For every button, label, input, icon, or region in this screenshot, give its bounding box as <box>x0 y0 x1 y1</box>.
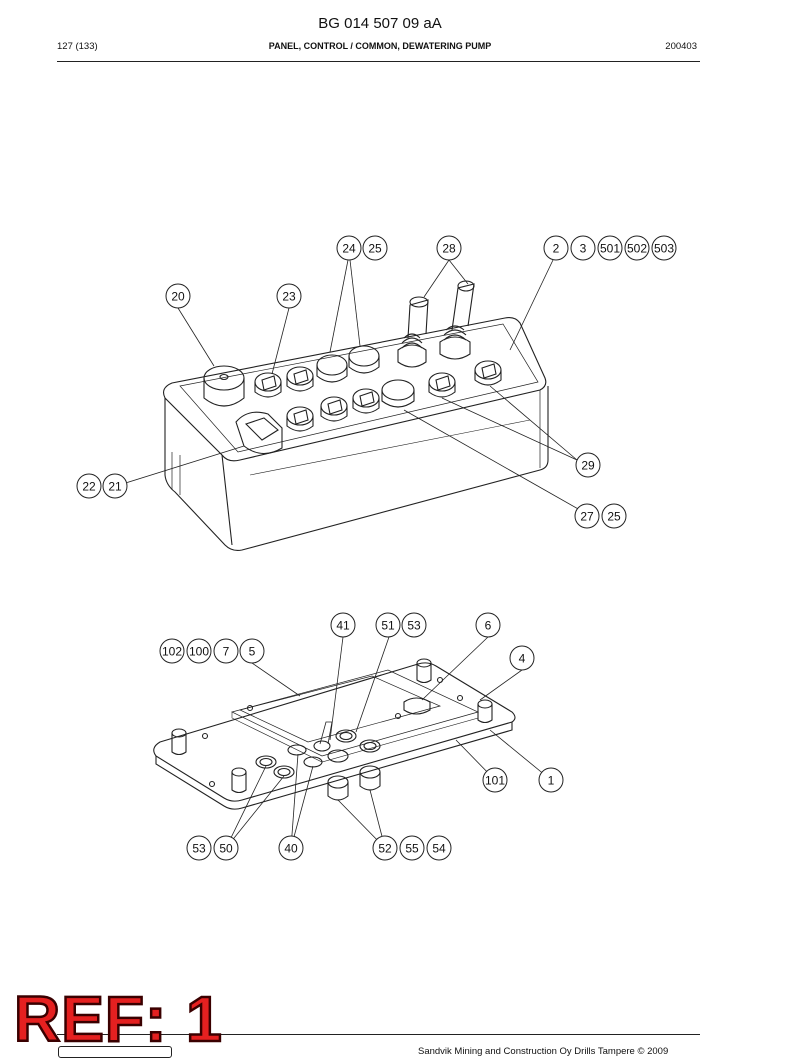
callout-bubble: 6 <box>475 612 501 638</box>
callout-bubble: 2 <box>543 235 569 261</box>
callout-bubble: 54 <box>426 835 452 861</box>
callout-bubble: 23 <box>276 283 302 309</box>
svg-text:1: 1 <box>548 774 555 788</box>
svg-text:25: 25 <box>607 510 621 524</box>
svg-text:501: 501 <box>600 242 620 256</box>
callout-bubble: 20 <box>165 283 191 309</box>
svg-text:101: 101 <box>485 774 505 788</box>
callout-bubble: 24 <box>336 235 362 261</box>
svg-text:40: 40 <box>284 842 298 856</box>
section-title: PANEL, CONTROL / COMMON, DEWATERING PUMP <box>268 41 492 51</box>
page-number: 127 (133) <box>57 41 98 52</box>
control-box-illustration <box>163 280 549 551</box>
callout-bubble: 21 <box>102 473 128 499</box>
ref-stamp: REF: 1 <box>13 983 223 1055</box>
svg-text:51: 51 <box>381 619 395 633</box>
svg-text:28: 28 <box>442 242 456 256</box>
svg-text:41: 41 <box>336 619 350 633</box>
header-rule <box>57 61 700 62</box>
callout-bubble: 50 <box>213 835 239 861</box>
svg-text:100: 100 <box>189 645 209 659</box>
svg-text:53: 53 <box>407 619 421 633</box>
svg-text:27: 27 <box>580 510 594 524</box>
svg-text:4: 4 <box>519 652 526 666</box>
svg-text:22: 22 <box>82 480 96 494</box>
callout-bubble: 102 <box>159 638 185 664</box>
callout-bubble: 1 <box>538 767 564 793</box>
base-plate-illustration <box>153 658 516 810</box>
callout-bubble: 4 <box>509 645 535 671</box>
callout-bubble: 3 <box>570 235 596 261</box>
callout-bubble: 501 <box>597 235 623 261</box>
callout-bubble: 101 <box>482 767 508 793</box>
svg-text:55: 55 <box>405 842 419 856</box>
svg-text:3: 3 <box>580 242 587 256</box>
svg-text:54: 54 <box>432 842 446 856</box>
svg-text:5: 5 <box>249 645 256 659</box>
callout-bubble: 25 <box>362 235 388 261</box>
svg-text:21: 21 <box>108 480 122 494</box>
svg-text:2: 2 <box>553 242 560 256</box>
callout-bubble: 52 <box>372 835 398 861</box>
svg-text:23: 23 <box>282 290 296 304</box>
callout-bubble: 51 <box>375 612 401 638</box>
callout-bubble: 22 <box>76 473 102 499</box>
footer-copyright: Sandvik Mining and Construction Oy Drill… <box>418 1046 669 1057</box>
svg-text:20: 20 <box>171 290 185 304</box>
svg-text:25: 25 <box>368 242 382 256</box>
date-code: 200403 <box>665 41 697 52</box>
callout-bubble: 53 <box>186 835 212 861</box>
callout-bubble: 29 <box>575 452 601 478</box>
svg-text:24: 24 <box>342 242 356 256</box>
svg-text:53: 53 <box>192 842 206 856</box>
svg-text:503: 503 <box>654 242 674 256</box>
svg-text:502: 502 <box>627 242 647 256</box>
callout-bubble: 5 <box>239 638 265 664</box>
callout-bubble: 28 <box>436 235 462 261</box>
document-id: BG 014 507 09 aA <box>318 15 442 32</box>
callout-bubble: 40 <box>278 835 304 861</box>
svg-text:102: 102 <box>162 645 182 659</box>
callout-bubble: 100 <box>186 638 212 664</box>
svg-text:6: 6 <box>485 619 492 633</box>
callout-bubble: 502 <box>624 235 650 261</box>
footer-rule <box>57 1034 700 1035</box>
callout-bubble: 53 <box>401 612 427 638</box>
svg-text:50: 50 <box>219 842 233 856</box>
svg-text:52: 52 <box>378 842 392 856</box>
svg-text:7: 7 <box>223 645 230 659</box>
callout-bubble: 27 <box>574 503 600 529</box>
svg-text:29: 29 <box>581 459 595 473</box>
callout-bubble: 25 <box>601 503 627 529</box>
callout-bubble: 55 <box>399 835 425 861</box>
callout-bubble: 41 <box>330 612 356 638</box>
callout-bubble: 503 <box>651 235 677 261</box>
callout-bubble: 7 <box>213 638 239 664</box>
